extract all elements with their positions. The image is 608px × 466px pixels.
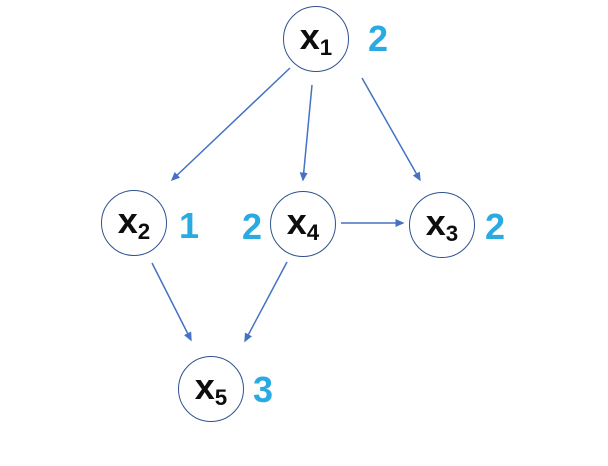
edge-x1-x4 bbox=[299, 84, 313, 182]
edge-x2-x5 bbox=[151, 262, 192, 342]
node-x3-subscript: 3 bbox=[445, 221, 459, 247]
node-x5-label: x5 bbox=[194, 365, 228, 411]
node-x1-value: 2 bbox=[367, 18, 389, 59]
edge-x4-x5 bbox=[244, 261, 288, 343]
edge-x1-x2 bbox=[170, 67, 291, 182]
node-x5: x5 bbox=[178, 356, 244, 422]
node-x4: x4 bbox=[270, 191, 336, 257]
node-x5-value: 3 bbox=[252, 369, 274, 410]
node-x4-subscript: 4 bbox=[306, 220, 320, 246]
node-x2-label: x2 bbox=[117, 199, 151, 245]
node-x1-label: x1 bbox=[299, 15, 333, 61]
node-x3-value: 2 bbox=[484, 206, 506, 247]
node-x2-subscript: 2 bbox=[137, 219, 151, 245]
node-x3-label: x3 bbox=[425, 201, 459, 247]
node-x3: x3 bbox=[409, 192, 475, 258]
node-x2: x2 bbox=[101, 190, 167, 256]
node-x4-label: x4 bbox=[286, 200, 320, 246]
node-x4-value: 2 bbox=[241, 206, 263, 247]
node-x2-value: 1 bbox=[178, 205, 200, 246]
node-x1: x1 bbox=[283, 6, 349, 72]
node-x1-subscript: 1 bbox=[319, 35, 333, 61]
edge-x1-x3 bbox=[361, 77, 421, 182]
node-x5-subscript: 5 bbox=[214, 385, 228, 411]
